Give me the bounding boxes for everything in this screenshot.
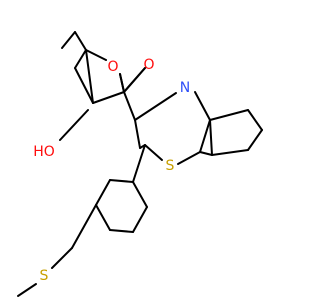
bond-line: [109, 229, 134, 233]
bond-line: [194, 91, 211, 121]
bond-line: [199, 119, 211, 153]
bond-line: [85, 49, 94, 104]
bond-line: [119, 73, 125, 93]
bond-line: [247, 109, 263, 131]
bond-line: [109, 179, 134, 183]
carbonyl-oxygen-label: O: [143, 57, 154, 73]
bond-line: [134, 92, 177, 121]
bond-line: [59, 109, 89, 141]
methylthio-sulfur-label: S: [40, 268, 49, 284]
bond-line: [199, 151, 213, 156]
bond-line: [95, 204, 111, 231]
bond-line: [74, 67, 94, 104]
imine-nitrogen-label: N: [180, 80, 190, 96]
bond-line: [211, 149, 249, 156]
bond-line: [61, 31, 76, 49]
bond-line: [209, 109, 249, 121]
ring-sulfur-label: S: [166, 158, 175, 174]
hydroxyl-label: HO: [33, 144, 55, 160]
bond-line: [92, 91, 125, 104]
bond-line: [51, 247, 73, 269]
bond-line: [123, 91, 136, 121]
bond-line: [134, 119, 141, 149]
bond-line: [74, 31, 87, 51]
bonds: [17, 31, 263, 297]
bond-line: [177, 151, 201, 165]
structural-formula: O O HO N S S: [17, 31, 263, 297]
bond-line: [74, 49, 87, 69]
bond-line: [123, 67, 146, 93]
bond-line: [144, 144, 163, 161]
bond-line: [209, 119, 213, 156]
bond-line: [132, 181, 148, 208]
bond-line: [247, 129, 263, 151]
bond-line: [17, 283, 37, 297]
bond-line: [71, 204, 97, 249]
ring-oxygen-label: O: [107, 59, 118, 75]
bond-line: [95, 179, 111, 206]
bond-line: [132, 206, 148, 233]
bond-line: [132, 144, 146, 183]
bond-line: [85, 49, 107, 61]
